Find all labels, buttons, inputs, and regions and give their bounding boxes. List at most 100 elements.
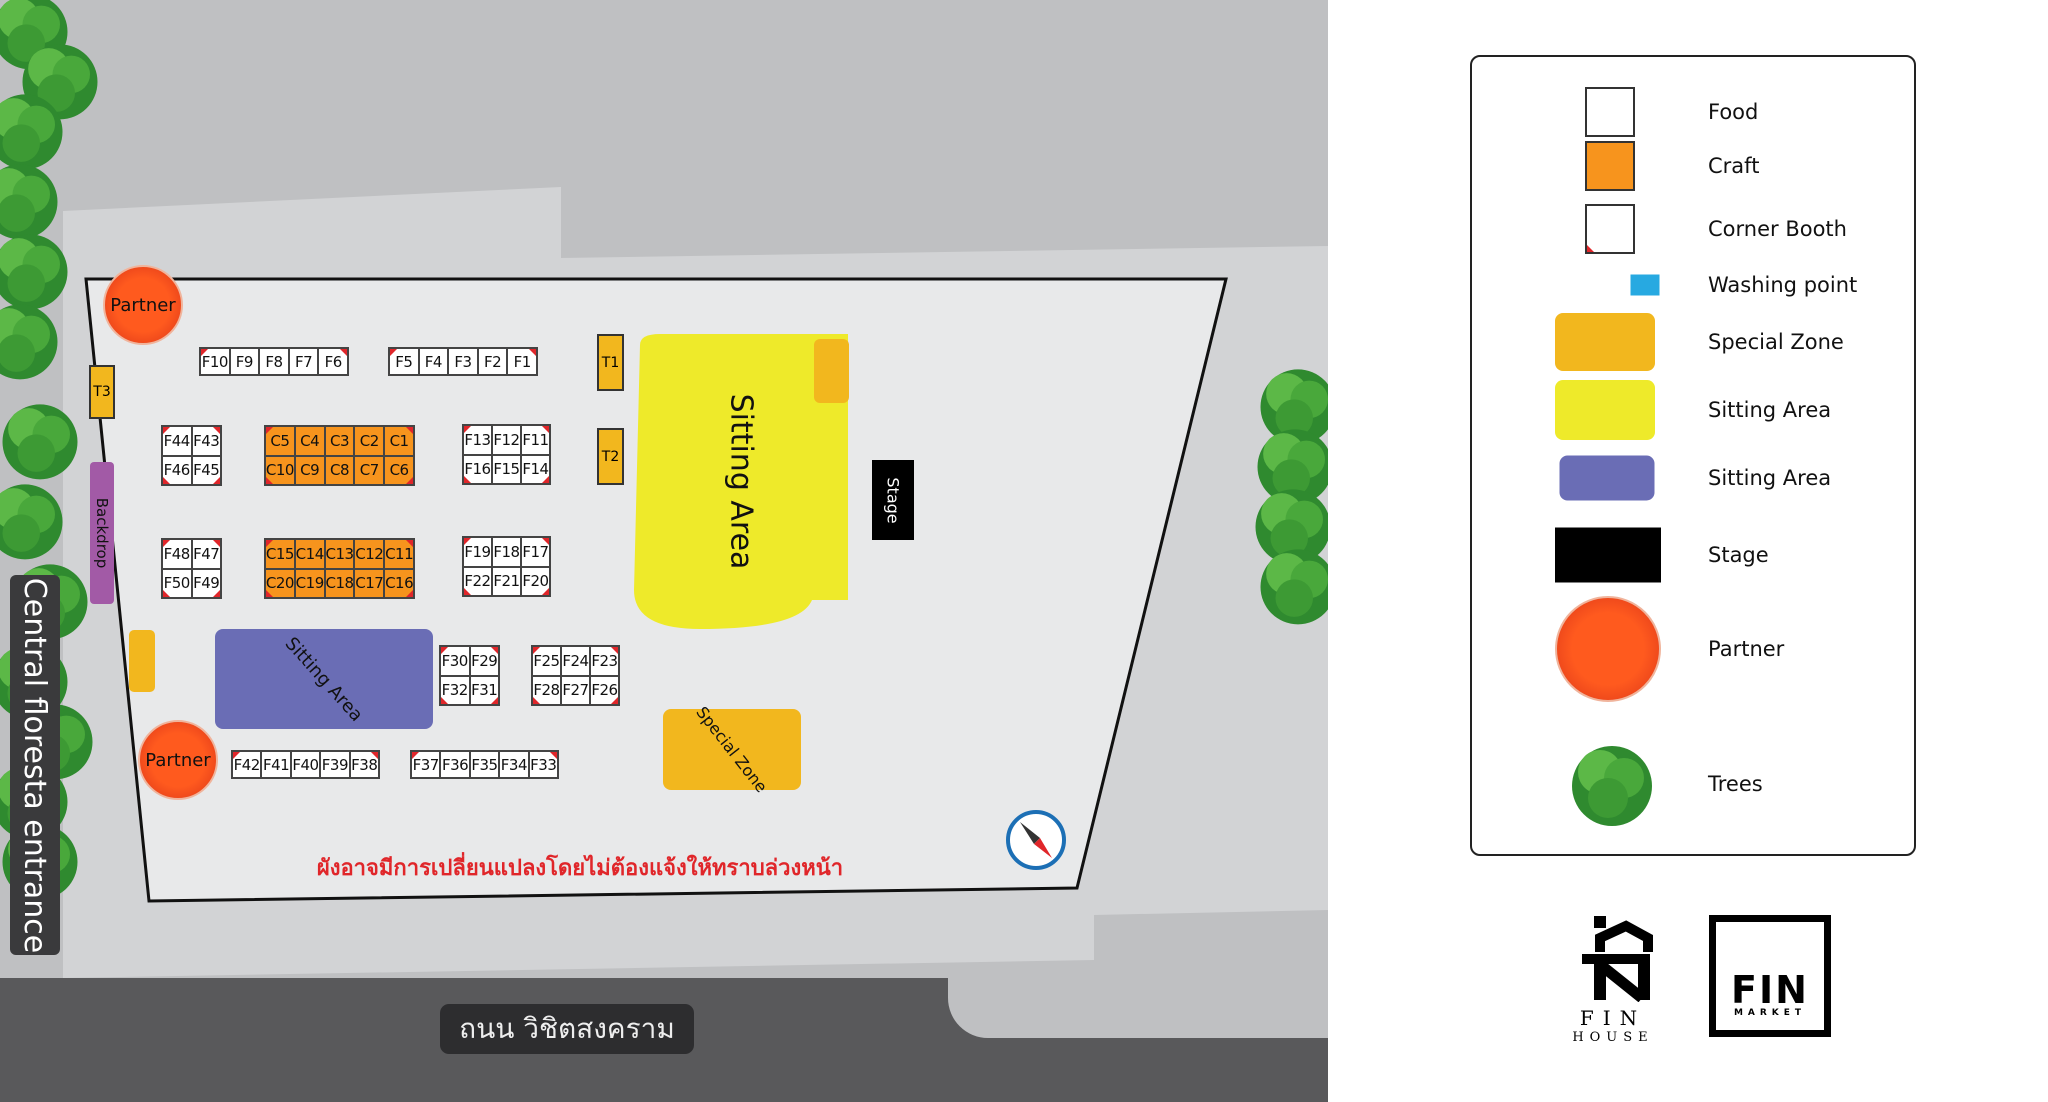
- legend-label: Stage: [1708, 543, 1769, 567]
- tree-icon: [1257, 429, 1328, 505]
- booth-f33[interactable]: F33: [529, 752, 557, 777]
- booth-f32[interactable]: F32: [441, 676, 469, 704]
- booth-c16[interactable]: C16: [385, 569, 413, 597]
- booth-f36[interactable]: F36: [441, 752, 469, 777]
- booth-f11[interactable]: F11: [522, 426, 549, 454]
- booth-c15[interactable]: C15: [266, 540, 294, 568]
- booth-c14[interactable]: C14: [295, 540, 324, 568]
- booth-f20[interactable]: F20: [522, 567, 549, 595]
- craft-swatch: [1585, 141, 1635, 191]
- booth-c6[interactable]: C6: [385, 456, 413, 484]
- booth-f23[interactable]: F23: [591, 647, 618, 675]
- booth-c20[interactable]: C20: [266, 569, 294, 597]
- booth-f39[interactable]: F39: [321, 752, 349, 777]
- booth-f27[interactable]: F27: [562, 676, 589, 704]
- booth-f16[interactable]: F16: [464, 455, 491, 483]
- partner-booth: Partner: [138, 720, 218, 800]
- booth-f42[interactable]: F42: [233, 752, 261, 777]
- tree-icon: [0, 94, 63, 170]
- tree-icon: [0, 304, 58, 380]
- booth-f41[interactable]: F41: [262, 752, 290, 777]
- table-t3: T3: [89, 365, 115, 419]
- booth-c11[interactable]: C11: [385, 540, 413, 568]
- booth-c3[interactable]: C3: [325, 427, 354, 455]
- backdrop-label: Backdrop: [93, 497, 112, 569]
- stage-label: Stage: [883, 476, 903, 524]
- booth-f10[interactable]: F10: [201, 349, 229, 374]
- booth-f6[interactable]: F6: [319, 349, 347, 374]
- booth-f37[interactable]: F37: [412, 752, 440, 777]
- booth-f47[interactable]: F47: [192, 540, 220, 568]
- booth-f49[interactable]: F49: [192, 569, 220, 597]
- booth-c2[interactable]: C2: [355, 427, 384, 455]
- compass-icon: [1006, 810, 1066, 870]
- booth-c13[interactable]: C13: [325, 540, 354, 568]
- tree-icon: [2, 404, 78, 480]
- booth-f50[interactable]: F50: [163, 569, 191, 597]
- booth-f46[interactable]: F46: [163, 456, 191, 484]
- booth-f43[interactable]: F43: [192, 427, 220, 455]
- road-label: ถนน วิชิตสงคราม: [440, 1004, 694, 1054]
- sidewalk: [948, 970, 1328, 1038]
- legend-label: Washing point: [1708, 273, 1858, 297]
- booth-f12[interactable]: F12: [493, 426, 520, 454]
- booth-c5[interactable]: C5: [266, 427, 294, 455]
- booth-f25[interactable]: F25: [533, 647, 560, 675]
- booth-f22[interactable]: F22: [464, 567, 491, 595]
- fin-house-emblem: [1582, 916, 1653, 1003]
- booth-c4[interactable]: C4: [295, 427, 324, 455]
- booth-f28[interactable]: F28: [533, 676, 560, 704]
- booth-f17[interactable]: F17: [522, 538, 549, 566]
- booth-f45[interactable]: F45: [192, 456, 220, 484]
- tree-icon: [1572, 746, 1652, 826]
- booth-f18[interactable]: F18: [493, 538, 520, 566]
- fin-house-logo-text: FIN: [1579, 1006, 1647, 1030]
- booth-f8[interactable]: F8: [260, 349, 288, 374]
- booth-f19[interactable]: F19: [464, 538, 491, 566]
- booth-f3[interactable]: F3: [449, 349, 477, 374]
- booth-c10[interactable]: C10: [266, 456, 294, 484]
- booth-f14[interactable]: F14: [522, 455, 549, 483]
- booth-f48[interactable]: F48: [163, 540, 191, 568]
- booth-f26[interactable]: F26: [591, 676, 618, 704]
- legend-label: Food: [1708, 100, 1759, 124]
- booth-f13[interactable]: F13: [464, 426, 491, 454]
- booth-c19[interactable]: C19: [295, 569, 324, 597]
- booth-c1[interactable]: C1: [385, 427, 413, 455]
- sitting-area-purple-swatch: [1559, 455, 1655, 501]
- booth-f34[interactable]: F34: [500, 752, 528, 777]
- fin-market-logo: FIN MARKET: [1709, 915, 1831, 1037]
- booth-c8[interactable]: C8: [325, 456, 354, 484]
- booth-f7[interactable]: F7: [289, 349, 318, 374]
- booth-f24[interactable]: F24: [562, 647, 589, 675]
- booth-c7[interactable]: C7: [355, 456, 384, 484]
- booth-c17[interactable]: C17: [355, 569, 384, 597]
- booth-f38[interactable]: F38: [350, 752, 378, 777]
- booth-c12[interactable]: C12: [355, 540, 384, 568]
- booth-f9[interactable]: F9: [230, 349, 259, 374]
- booth-f40[interactable]: F40: [291, 752, 320, 777]
- legend-label: Partner: [1708, 637, 1785, 661]
- booth-f31[interactable]: F31: [470, 676, 498, 704]
- booth-c18[interactable]: C18: [325, 569, 354, 597]
- legend-label: Sitting Area: [1708, 398, 1832, 422]
- booth-f44[interactable]: F44: [163, 427, 191, 455]
- booth-f4[interactable]: F4: [419, 349, 448, 374]
- tree-icon: [1260, 369, 1328, 445]
- booth-f15[interactable]: F15: [493, 455, 520, 483]
- booth-c9[interactable]: C9: [295, 456, 324, 484]
- booth-f35[interactable]: F35: [470, 752, 499, 777]
- booth-f30[interactable]: F30: [441, 647, 469, 675]
- booth-f2[interactable]: F2: [478, 349, 507, 374]
- booth-f29[interactable]: F29: [470, 647, 498, 675]
- booth-f1[interactable]: F1: [508, 349, 536, 374]
- booth-f5[interactable]: F5: [390, 349, 418, 374]
- booth-f21[interactable]: F21: [493, 567, 520, 595]
- special-zone-small: [814, 339, 849, 403]
